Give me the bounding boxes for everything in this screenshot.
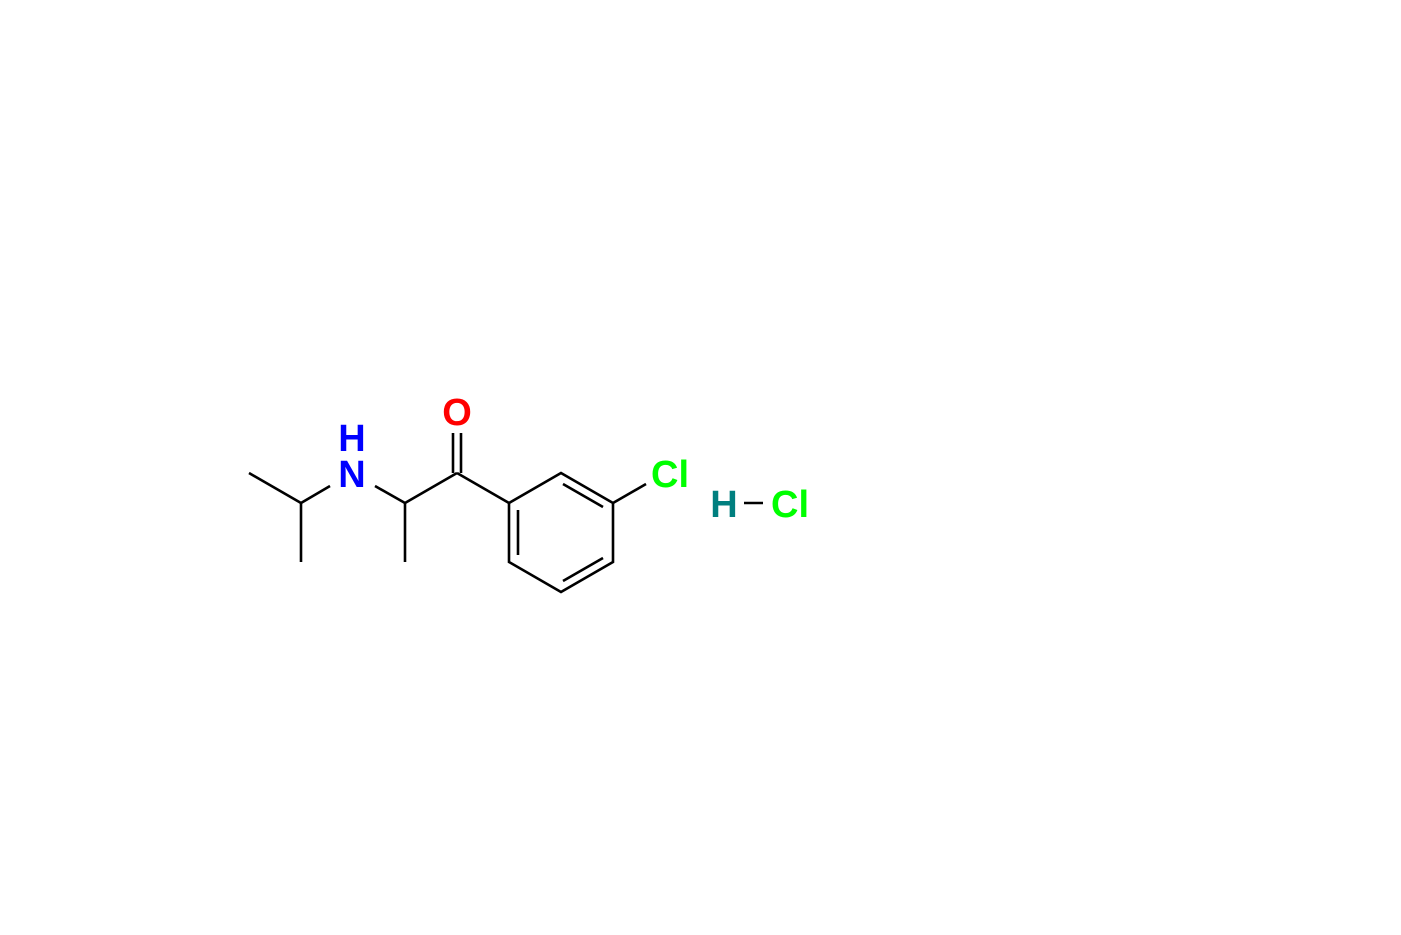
atom-n: N [338, 454, 365, 496]
atom-labels: H N O Cl H Cl [338, 392, 809, 526]
bonds [248, 433, 763, 594]
atom-cl-hcl: Cl [771, 484, 809, 526]
bond-carbonyl-ring [456, 471, 510, 505]
bond-methyl-ch [248, 471, 302, 505]
bond-calpha-carbonyl [404, 471, 458, 505]
benzene-ring [507, 471, 615, 594]
atom-h-hcl: H [710, 484, 737, 526]
ring-inner-double-upper [562, 482, 604, 509]
bond-n-calpha [374, 484, 406, 505]
bond-ring-cl [612, 482, 647, 505]
bond-ch-n [300, 484, 331, 505]
atom-h-amine: H [338, 418, 365, 460]
atom-o: O [442, 392, 472, 434]
ring-inner-double-lower [562, 556, 604, 583]
atom-cl-ring: Cl [651, 454, 689, 496]
